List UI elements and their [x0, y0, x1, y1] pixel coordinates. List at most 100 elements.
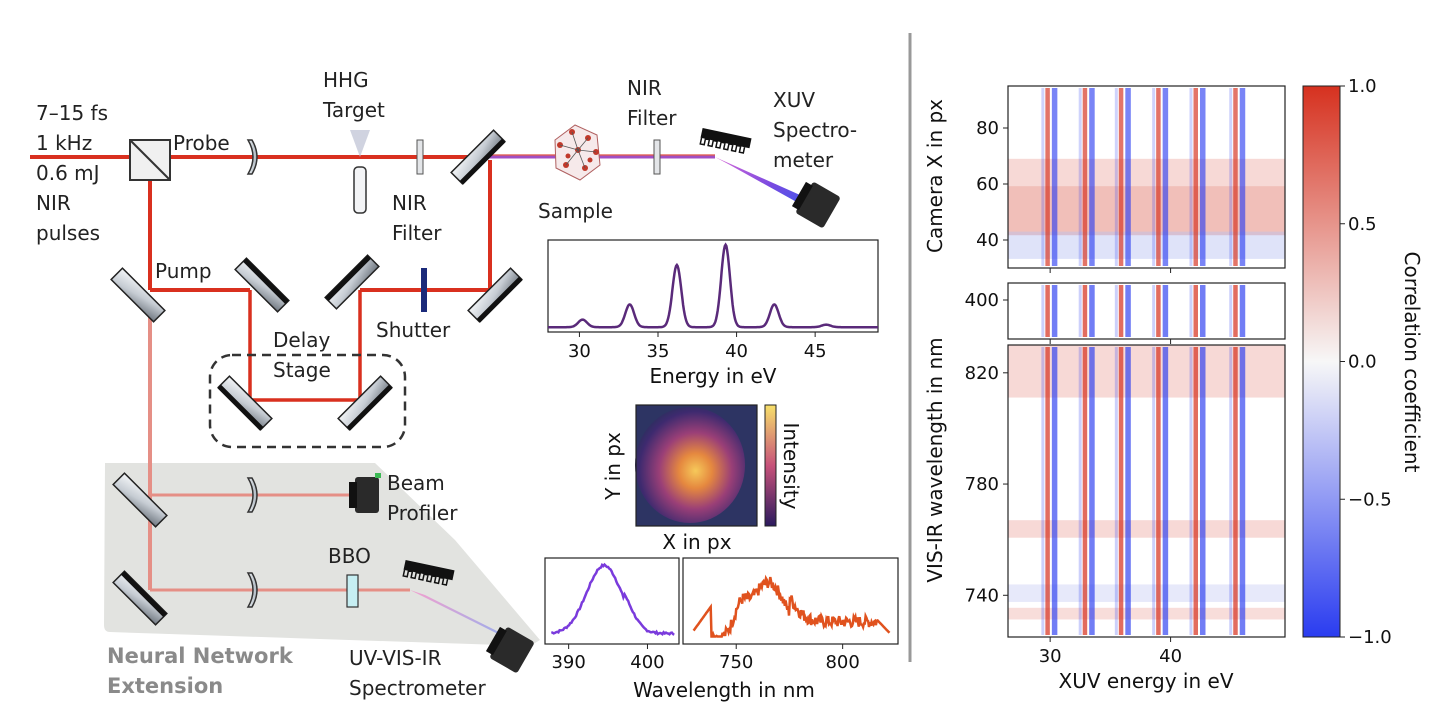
camera-heatmap-ytick: 60	[976, 174, 999, 195]
xuv-spectrometer-label-1: XUV	[773, 88, 815, 112]
beam-profile-frame	[635, 404, 758, 527]
uv-vis-ir-spectrometer-label-1: UV-VIS-IR	[349, 646, 442, 670]
uv-spectrum-frame	[544, 557, 680, 645]
correlation-colorbar-tick: 0.0	[1348, 352, 1377, 373]
uv-vis-ir-spectrometer-label-2: Spectrometer	[349, 676, 486, 700]
vis-ir-spectrum-xtick: 750	[719, 652, 753, 673]
xuv-spectrum-xlabel: Energy in eV	[650, 364, 777, 388]
heatmap-band	[1008, 520, 1285, 538]
camera-heatmap-ytick: 40	[976, 230, 999, 251]
nir-filter-2	[653, 139, 661, 175]
heatmap-negative-column	[1078, 285, 1082, 337]
nir-filter-1-label-2: Filter	[392, 221, 442, 245]
bbo-label: BBO	[328, 544, 371, 568]
laser-line-5: pulses	[36, 221, 100, 245]
heatmap-negative-column	[1114, 285, 1118, 337]
hhg-target-label-1: HHG	[323, 68, 369, 92]
camera-heatmap-ytick: 80	[976, 118, 999, 139]
heatmap-negative-column	[1041, 88, 1045, 266]
heatmap-positive-column	[1156, 88, 1161, 266]
uv-detector-icon	[485, 626, 534, 673]
heatmap-positive-column	[1045, 285, 1050, 337]
nir-filter-2-label-1: NIR	[627, 76, 662, 100]
wavelength-xlabel: Wavelength in nm	[633, 678, 815, 702]
mirror-pump-3	[324, 254, 380, 310]
heatmap-negative-column	[1051, 347, 1058, 635]
heatmap-negative-column	[1125, 285, 1131, 337]
uv-grating-icon	[402, 560, 455, 586]
heatmap-negative-column	[1189, 285, 1193, 337]
bbo-crystal	[346, 574, 359, 608]
heatmap-negative-column	[1189, 347, 1193, 635]
heatmap-negative-column	[1152, 347, 1156, 635]
vis-ir-spectrum-frame	[682, 557, 899, 645]
beam-profiler-camera-icon	[349, 473, 381, 513]
heatmap-negative-column	[1078, 88, 1082, 266]
profiler-lens	[246, 477, 258, 513]
xuv-spectrometer-label-2: Spectro-	[773, 118, 857, 142]
beam-splitter-diagonal	[129, 139, 171, 181]
heatmap-positive-column	[1118, 285, 1124, 337]
uv-spectrum-xtick: 400	[630, 652, 664, 673]
heatmap-negative-column	[1229, 347, 1233, 635]
heatmap-negative-column	[1239, 285, 1246, 337]
heatmap-negative-column	[1239, 88, 1246, 266]
nir-filter-1-label-1: NIR	[392, 191, 427, 215]
heatmap-positive-column	[1082, 285, 1088, 337]
hhg-target-label-2: Target	[322, 98, 385, 122]
mirror-delay-2	[337, 375, 393, 431]
heatmap-negative-column	[1152, 285, 1156, 337]
xuv-spectrum-xtick: 45	[804, 341, 827, 362]
xuv-spectrometer-label-3: meter	[773, 148, 834, 172]
xuv-spectrum-frame	[547, 239, 879, 333]
heatmap-negative-column	[1114, 88, 1118, 266]
bbo-lens	[246, 572, 258, 608]
shutter-label: Shutter	[376, 318, 451, 342]
heatmap-negative-column	[1089, 88, 1095, 266]
vis-ir-heatmap-ytick: 820	[965, 363, 999, 384]
neural-network-region	[104, 463, 540, 646]
heatmap-xtick: 40	[1159, 646, 1182, 667]
mirror-delay-1	[217, 375, 273, 431]
sample-label: Sample	[538, 199, 613, 223]
heatmap-negative-column	[1125, 88, 1131, 266]
setup-diagram: 7–15 fs 1 kHz 0.6 mJ NIR pulses Probe Pu…	[30, 68, 857, 700]
heatmap-positive-column	[1156, 285, 1161, 337]
xuv-spectrum-xtick: 30	[568, 341, 591, 362]
laser-line-4: NIR	[36, 191, 71, 215]
delay-stage-label-1: Delay	[273, 328, 331, 352]
camera-heatmap-ylabel: Camera X in px	[923, 99, 947, 253]
heatmap-negative-column	[1114, 347, 1118, 635]
nir-filter-1	[416, 139, 424, 175]
heatmap-negative-column	[1189, 88, 1193, 266]
heatmap-positive-column	[1156, 347, 1161, 635]
heatmap-band	[1008, 607, 1285, 620]
correlation-colorbar-tick: 1.0	[1348, 76, 1377, 97]
xuv-spectrum-line	[548, 242, 878, 329]
probe-lens	[246, 139, 258, 175]
correlation-colorbar-tick: −1.0	[1348, 627, 1392, 648]
laser-line-2: 1 kHz	[36, 131, 92, 155]
delay-stage-label-2: Stage	[273, 358, 331, 382]
heatmap-positive-column	[1082, 347, 1088, 635]
uv-fan	[410, 590, 525, 645]
vis-ir-heatmap-ylabel: VIS-IR wavelength in nm	[923, 337, 947, 582]
intensity-colorbar-label: Intensity	[779, 422, 803, 509]
nir-filter-2-label-2: Filter	[627, 106, 677, 130]
vis-ir-heatmap-frame	[1007, 344, 1286, 638]
heatmap-negative-column	[1041, 285, 1045, 337]
correlation-colorbar-label: Correlation coefficient	[1400, 252, 1424, 473]
heatmap-positive-column	[1045, 347, 1050, 635]
uv-heatmap-ytick: 400	[965, 290, 999, 311]
uv-heatmap-frame	[1007, 282, 1286, 340]
nn-extension-label-2: Extension	[107, 674, 223, 698]
heatmap-negative-column	[1229, 285, 1233, 337]
sample-crystal-icon	[554, 124, 601, 181]
mirror-hhg	[450, 129, 506, 185]
mirror-nn-2	[112, 570, 168, 626]
vis-ir-heatmap-ytick: 740	[965, 585, 999, 606]
vis-ir-spectrum-xtick: 800	[825, 652, 859, 673]
